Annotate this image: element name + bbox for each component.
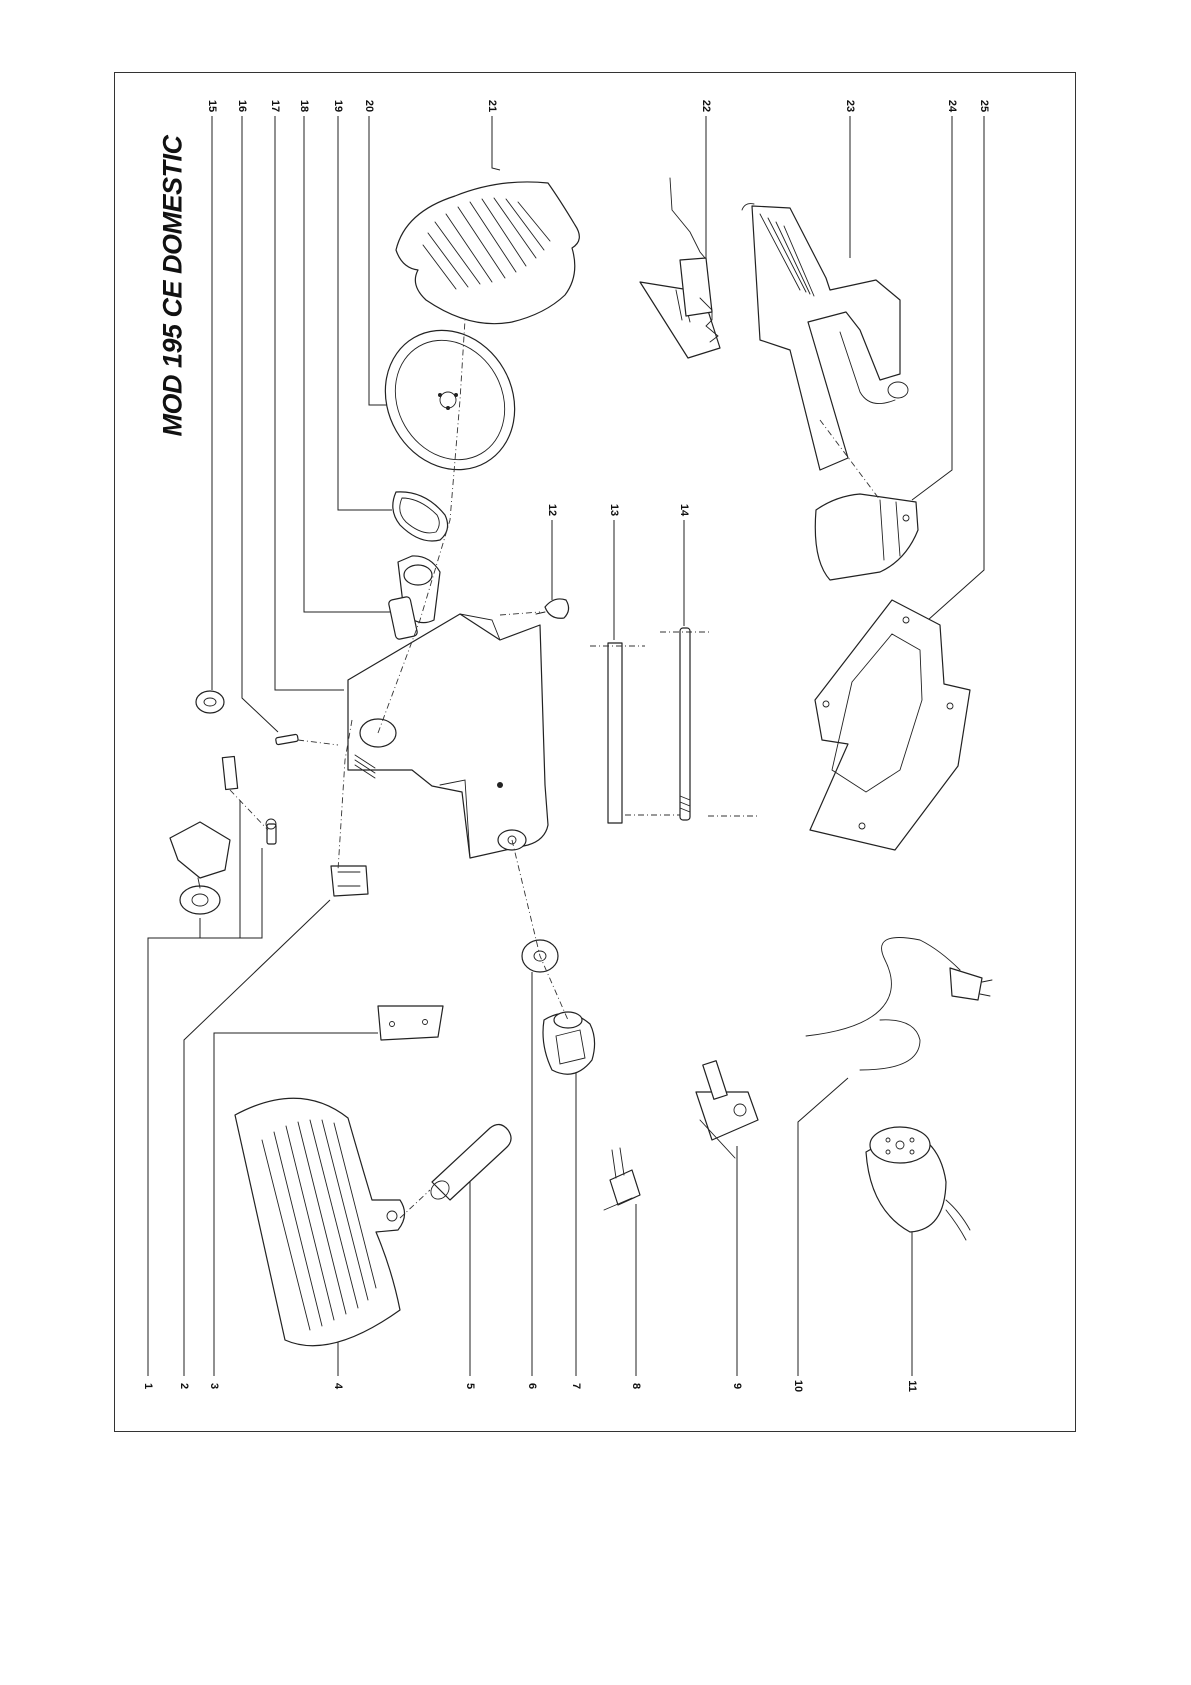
leader-line-5 [452, 1176, 470, 1376]
part-number-15: 15 [206, 100, 218, 112]
part-number-13: 13 [608, 504, 620, 516]
part-number-1: 1 [142, 1383, 154, 1389]
part-16-pin [275, 734, 298, 745]
part-19-belt [393, 492, 448, 541]
part-22-pusher-bracket [640, 178, 720, 358]
part-number-21: 21 [486, 100, 498, 112]
part-number-22: 22 [700, 100, 712, 112]
leader-line-18 [304, 116, 396, 612]
part-number-11: 11 [906, 1380, 918, 1392]
part-number-20: 20 [363, 100, 375, 112]
part-25-base-plate [810, 600, 970, 850]
part-8-bracket [604, 1148, 640, 1210]
part-number-24: 24 [946, 100, 958, 113]
part-20-blade [360, 307, 539, 494]
part-number-4: 4 [332, 1383, 344, 1390]
part-number-8: 8 [630, 1383, 642, 1389]
part-number-2: 2 [178, 1383, 190, 1389]
part-number-12: 12 [546, 504, 558, 516]
leader-line-19 [338, 116, 392, 510]
leader-line-10 [798, 1078, 848, 1376]
part-number-17: 17 [269, 100, 281, 112]
part-18-pulley [388, 556, 440, 640]
part-15-cap [196, 691, 224, 713]
part-number-7: 7 [570, 1383, 582, 1389]
leader-line-24 [912, 116, 952, 500]
part-11-motor [866, 1127, 970, 1240]
part-number-23: 23 [844, 100, 856, 112]
part-number-5: 5 [464, 1383, 476, 1389]
part-13-bar [590, 643, 680, 823]
part-number-6: 6 [526, 1383, 538, 1389]
part-number-16: 16 [236, 100, 248, 112]
assembly-axis-lines [230, 320, 880, 1218]
part-3-plate [378, 1006, 443, 1040]
part-24-hand-guard [815, 494, 918, 580]
part-7-grip-knob [543, 1012, 595, 1074]
part-number-3: 3 [208, 1383, 220, 1389]
leader-line-16 [242, 116, 278, 732]
part-2-switch [331, 866, 368, 896]
part-4-pusher-plate [235, 1098, 405, 1345]
leader-line-25 [928, 116, 984, 620]
part-12-knob [536, 599, 569, 618]
part-10-power-cable [806, 938, 992, 1071]
part-number-19: 19 [332, 100, 344, 112]
part-9-microswitch [696, 1061, 758, 1158]
part-number-10: 10 [792, 1380, 804, 1392]
part-number-9: 9 [731, 1383, 743, 1389]
part-number-14: 14 [678, 504, 690, 517]
leader-line-17 [275, 116, 344, 690]
part-23-carriage [742, 204, 908, 470]
part-number-18: 18 [298, 100, 310, 112]
part-21-blade-guard [396, 182, 579, 324]
part-17-main-body [348, 614, 548, 858]
part-number-25: 25 [978, 100, 990, 112]
part-14-rod [660, 628, 760, 820]
part-5-handle-rod [427, 1124, 511, 1202]
leader-line-21 [492, 116, 500, 170]
part-1-adjuster-knob [170, 756, 276, 914]
